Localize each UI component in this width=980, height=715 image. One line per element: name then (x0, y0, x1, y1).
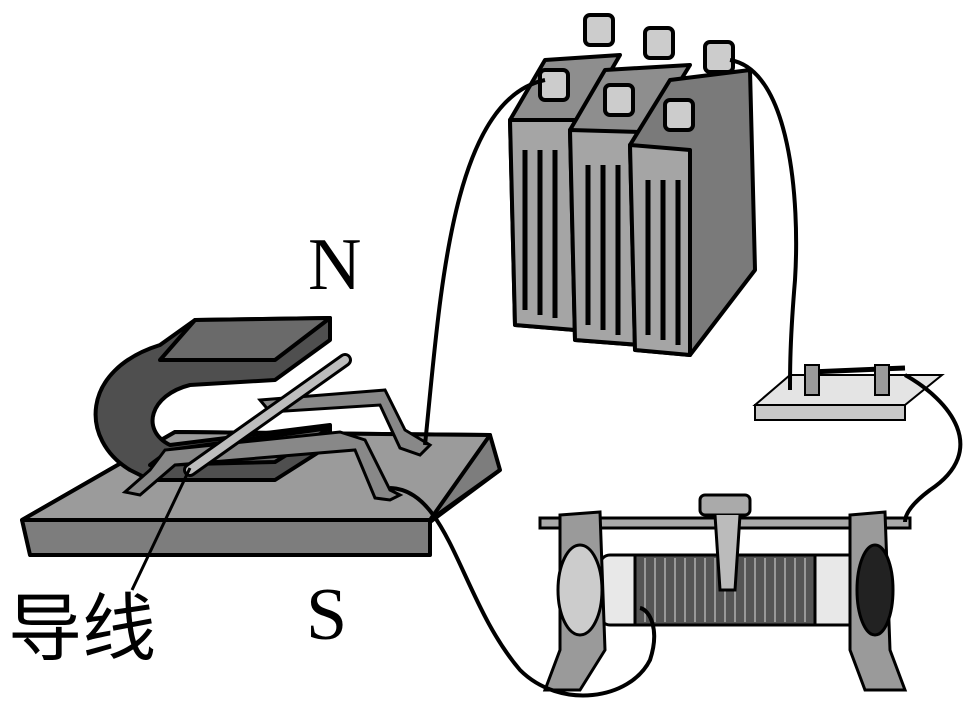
battery-cell-3 (628, 40, 757, 357)
metal-rails (121, 388, 433, 502)
wire-rod (183, 353, 352, 477)
knife-switch (752, 364, 945, 421)
wire-label: 导线 (8, 586, 156, 672)
wire-label-leader (130, 467, 192, 591)
battery-cell-1 (508, 53, 622, 332)
battery-pack (508, 13, 757, 357)
connecting-wires (389, 58, 963, 698)
south-pole-label: S (306, 574, 348, 656)
north-pole-label: N (308, 224, 362, 306)
sliding-rheostat (538, 493, 912, 692)
